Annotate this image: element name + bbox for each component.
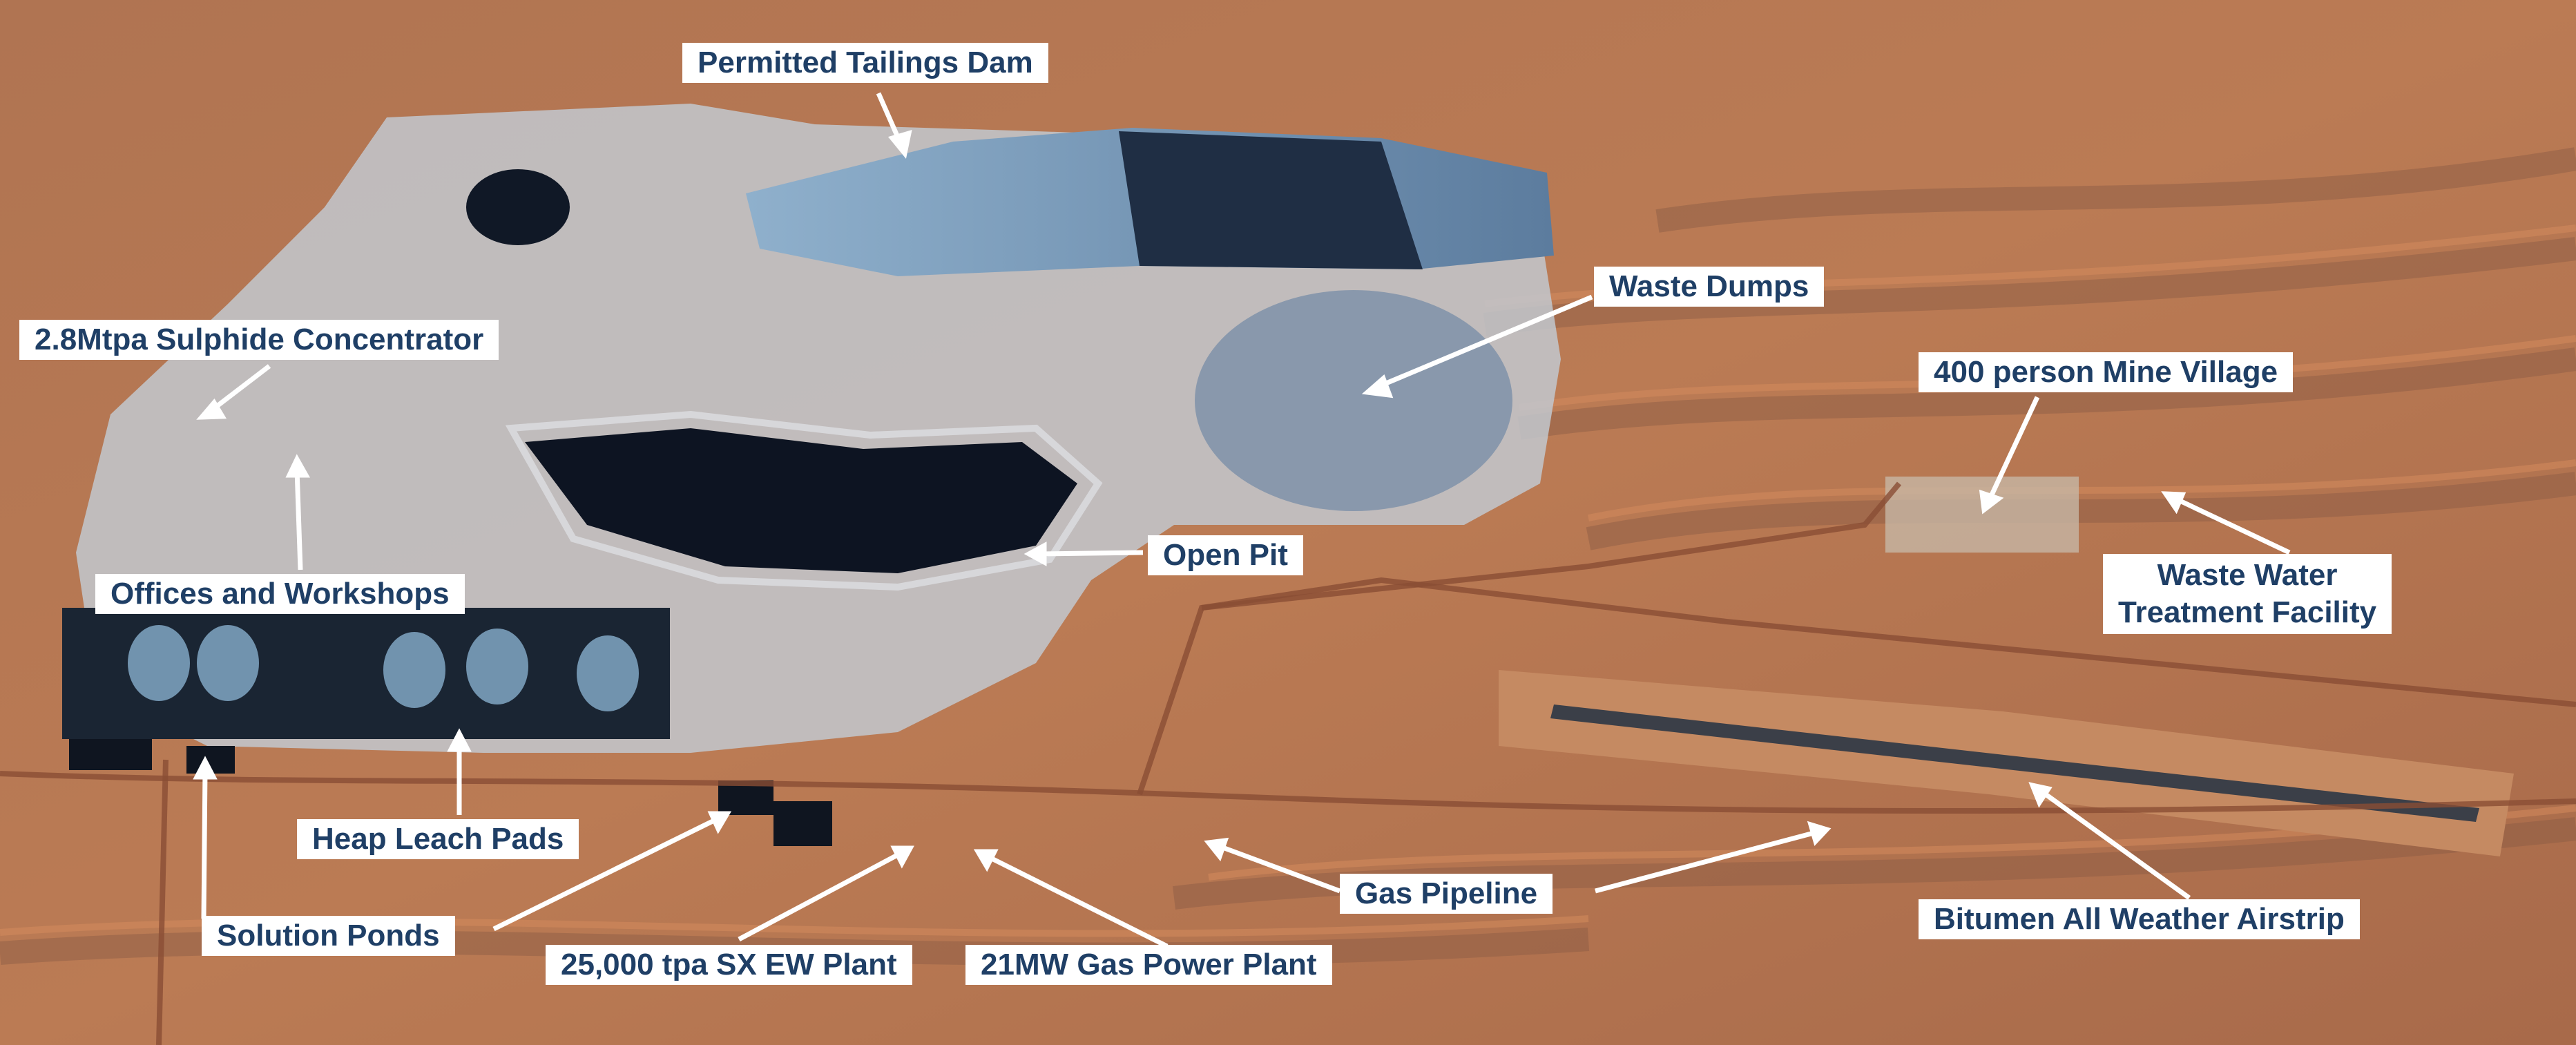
label-waste-water-treatment: Waste Water Treatment Facility [2103, 554, 2392, 634]
solution-pond-1 [69, 739, 152, 770]
label-bitumen-airstrip: Bitumen All Weather Airstrip [1919, 899, 2360, 939]
pit-rim [505, 410, 1103, 591]
label-waste-dumps: Waste Dumps [1594, 267, 1825, 307]
solution-pond-4 [773, 801, 832, 846]
label-sx-ew-plant: 25,000 tpa SX EW Plant [546, 945, 912, 985]
airstrip-runway [1550, 704, 2479, 822]
label-sulphide-concentrator: 2.8Mtpa Sulphide Concentrator [19, 320, 499, 360]
label-permitted-tailings-dam: Permitted Tailings Dam [682, 43, 1048, 83]
heap-leach-cells [128, 625, 639, 711]
open-pit [525, 428, 1077, 573]
label-waste-water-line2: Treatment Facility [2118, 595, 2377, 629]
label-gas-power-plant: 21MW Gas Power Plant [965, 945, 1332, 985]
label-solution-ponds: Solution Ponds [202, 916, 455, 956]
label-gas-pipeline: Gas Pipeline [1340, 874, 1553, 914]
label-heap-leach-pads: Heap Leach Pads [297, 819, 579, 859]
waste-dump [1195, 290, 1512, 511]
tailings-dark-cell [1119, 131, 1423, 269]
label-waste-water-line1: Waste Water [2157, 558, 2338, 592]
label-mine-village: 400 person Mine Village [1919, 352, 2294, 392]
pond-north [466, 169, 570, 245]
roads [0, 481, 2576, 1045]
village [1885, 477, 2079, 553]
label-open-pit: Open Pit [1148, 535, 1303, 575]
arrows [193, 92, 2291, 949]
label-offices-and-workshops: Offices and Workshops [95, 574, 465, 614]
